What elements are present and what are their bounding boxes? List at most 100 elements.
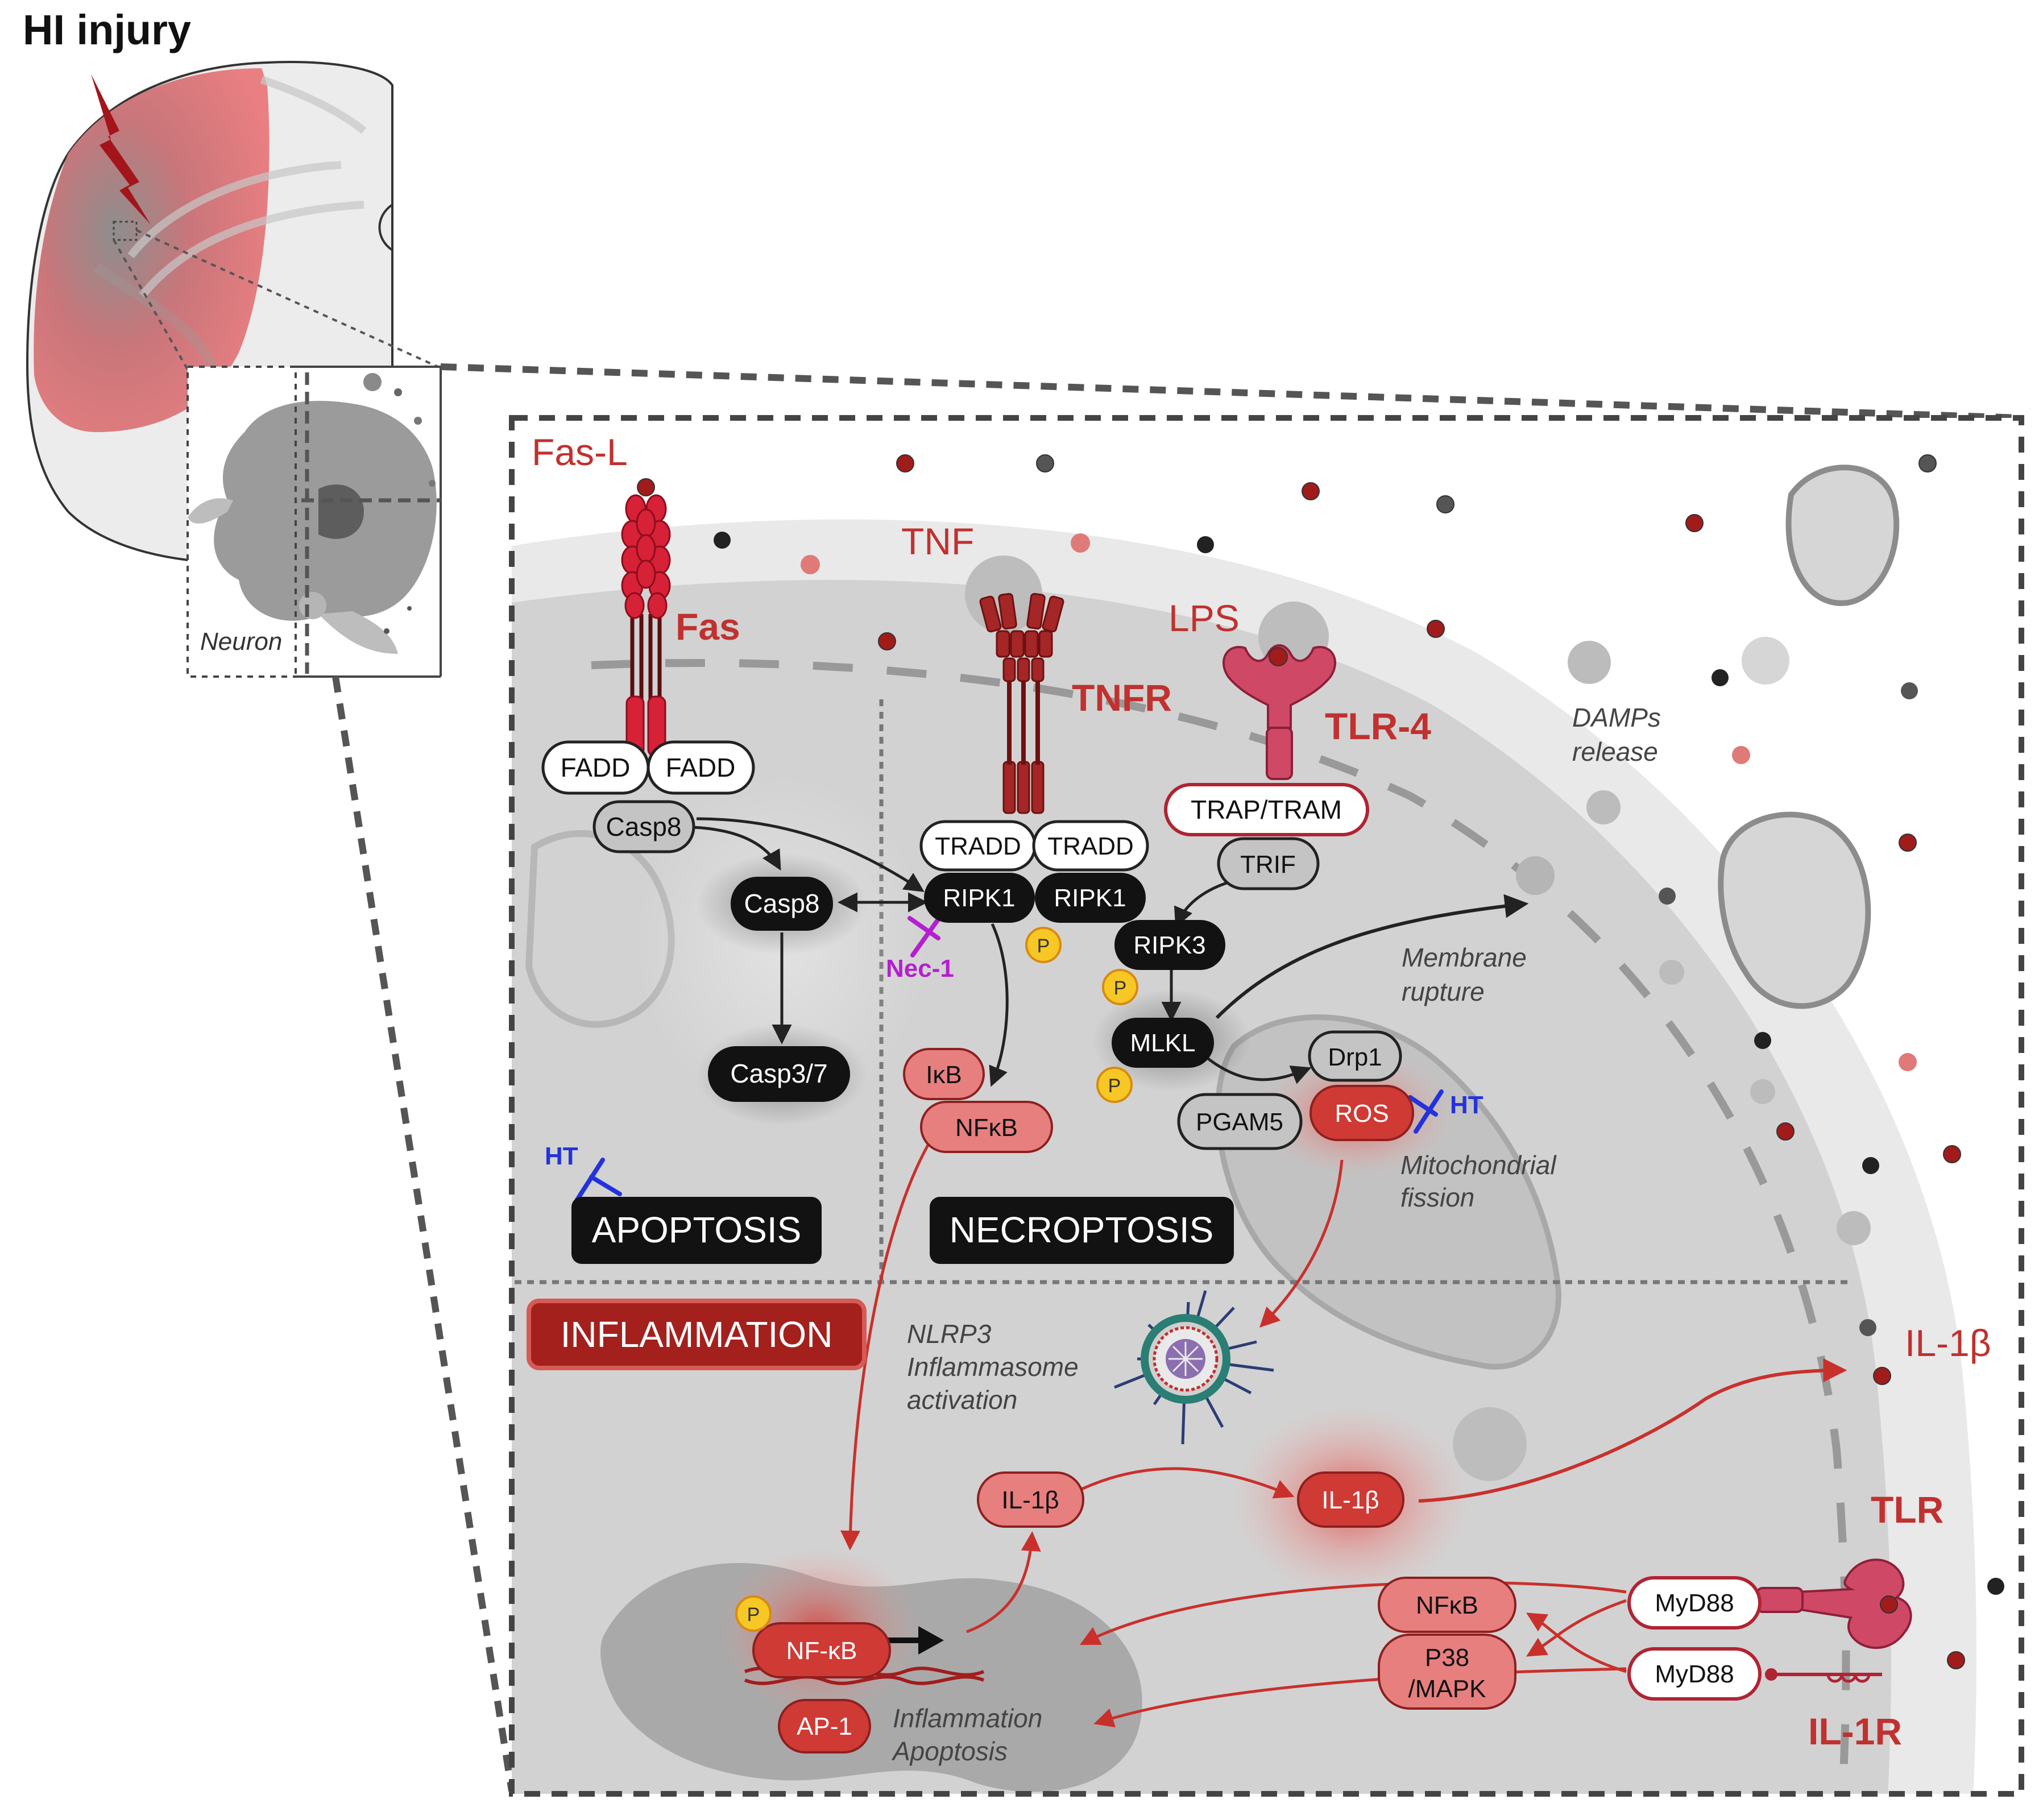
pathway-arrows xyxy=(693,817,1847,1728)
section-apoptosis: APOPTOSIS xyxy=(571,1197,822,1264)
node-tradd-2: TRADD xyxy=(1032,820,1149,872)
node-ap1: AP-1 xyxy=(778,1699,871,1753)
note-outcome: Inflammation Apoptosis xyxy=(891,1703,1042,1766)
svg-text:MyD88: MyD88 xyxy=(1655,1660,1734,1688)
il1r-receptor-icon xyxy=(1765,1668,1882,1683)
node-nf-kb-nucleus: NF-κB xyxy=(752,1622,891,1678)
node-trif: TRIF xyxy=(1217,837,1320,890)
svg-text:NF-κB: NF-κB xyxy=(786,1637,857,1665)
tnfr-receptor-icon xyxy=(979,592,1064,814)
node-ripk1-1: RIPK1 xyxy=(924,873,1035,923)
node-casp8-top: Casp8 xyxy=(592,800,695,853)
node-fadd-2: FADD xyxy=(647,740,755,795)
node-nfkb-2: NFκB xyxy=(1378,1577,1516,1633)
svg-text:FADD: FADD xyxy=(666,753,736,782)
inhibitor-ht-apoptosis: HT xyxy=(545,1142,578,1170)
svg-text:Inflammasome: Inflammasome xyxy=(907,1352,1079,1382)
phospho-badge: P xyxy=(735,1595,772,1632)
label-tlr: TLR xyxy=(1871,1489,1943,1531)
svg-text:P: P xyxy=(747,1604,760,1626)
svg-text:IL-1β: IL-1β xyxy=(1001,1486,1059,1514)
svg-text:activation: activation xyxy=(907,1385,1017,1415)
label-il1b-out: IL-1β xyxy=(1905,1322,1991,1364)
zoom-line-left xyxy=(332,676,515,1792)
svg-text:Casp8: Casp8 xyxy=(744,889,820,918)
svg-text:NLRP3: NLRP3 xyxy=(907,1319,992,1349)
note-nlrp3: NLRP3 Inflammasome activation xyxy=(907,1319,1079,1415)
svg-text:TRADD: TRADD xyxy=(935,832,1021,860)
svg-text:AP-1: AP-1 xyxy=(797,1713,852,1740)
zoom-line-top xyxy=(440,363,2022,421)
label-tnfr: TNFR xyxy=(1072,677,1172,719)
svg-text:Casp8: Casp8 xyxy=(606,812,682,841)
node-tradd-1: TRADD xyxy=(919,820,1037,872)
svg-text:NFκB: NFκB xyxy=(955,1114,1018,1142)
svg-text:Inflammation: Inflammation xyxy=(893,1703,1042,1733)
svg-text:DAMPs: DAMPs xyxy=(1572,703,1661,732)
svg-text:rupture: rupture xyxy=(1402,977,1485,1006)
svg-text:P38: P38 xyxy=(1425,1644,1469,1672)
nlrp3-inflammasome-icon xyxy=(1114,1290,1274,1445)
label-fas: Fas xyxy=(676,606,740,648)
title-hi-injury: HI injury xyxy=(23,6,191,53)
node-ikb: IκB xyxy=(903,1048,985,1100)
lightning-bolt-icon xyxy=(91,74,151,225)
section-necroptosis: NECROPTOSIS xyxy=(930,1197,1234,1264)
node-casp8: Casp8 xyxy=(731,877,833,931)
node-ripk1-2: RIPK1 xyxy=(1035,873,1146,923)
svg-text:RIPK1: RIPK1 xyxy=(1054,884,1126,912)
svg-text:Drp1: Drp1 xyxy=(1328,1043,1382,1071)
svg-text:FADD: FADD xyxy=(561,753,631,782)
node-pgam5: PGAM5 xyxy=(1177,1093,1303,1150)
svg-text:INFLAMMATION: INFLAMMATION xyxy=(561,1314,833,1355)
inhibitor-nec1: Nec-1 xyxy=(886,955,954,982)
svg-text:fission: fission xyxy=(1400,1183,1474,1212)
section-inflammation: INFLAMMATION xyxy=(527,1299,867,1370)
node-casp37: Casp3/7 xyxy=(708,1046,850,1102)
node-nfkb-1: NFκB xyxy=(920,1101,1053,1153)
node-il1b-1: IL-1β xyxy=(977,1471,1084,1528)
node-ros: ROS xyxy=(1309,1085,1414,1141)
svg-text:Membrane: Membrane xyxy=(1402,943,1527,972)
fas-receptor-icon xyxy=(621,478,671,757)
svg-text:MyD88: MyD88 xyxy=(1655,1589,1734,1617)
node-trap-tram: TRAP/TRAM xyxy=(1164,783,1369,836)
node-fadd-1: FADD xyxy=(541,740,650,795)
inhibitor-marks xyxy=(575,913,1444,1202)
svg-text:/MAPK: /MAPK xyxy=(1408,1675,1486,1703)
particles xyxy=(714,454,2004,1669)
inhibitor-ht-ros: HT xyxy=(1450,1091,1483,1119)
svg-text:Mitochondrial: Mitochondrial xyxy=(1400,1150,1557,1180)
note-damps-release: DAMPs release xyxy=(1572,703,1661,766)
phospho-badge: P xyxy=(1102,969,1138,1005)
label-tlr4: TLR-4 xyxy=(1325,705,1431,747)
node-mlkl: MLKL xyxy=(1112,1018,1214,1068)
label-tnf: TNF xyxy=(901,520,974,562)
node-myd88-1: MyD88 xyxy=(1627,1576,1762,1630)
svg-text:TRIF: TRIF xyxy=(1240,851,1296,878)
svg-text:IκB: IκB xyxy=(926,1061,962,1089)
svg-text:TRAP/TRAM: TRAP/TRAM xyxy=(1191,795,1342,824)
tlr4-receptor-icon xyxy=(1222,644,1337,780)
svg-text:release: release xyxy=(1572,737,1658,766)
label-fas-l: Fas-L xyxy=(532,431,628,473)
svg-text:NFκB: NFκB xyxy=(1416,1591,1478,1619)
svg-text:P: P xyxy=(1108,1075,1121,1097)
label-il1r: IL-1R xyxy=(1808,1710,1902,1752)
phospho-badge: P xyxy=(1096,1067,1133,1103)
svg-text:P: P xyxy=(1114,977,1127,999)
node-myd88-2: MyD88 xyxy=(1627,1647,1762,1701)
svg-text:PGAM5: PGAM5 xyxy=(1196,1108,1283,1136)
note-mitochondrial-fission: Mitochondrial fission xyxy=(1400,1150,1557,1212)
label-lps: LPS xyxy=(1168,597,1240,639)
svg-text:IL-1β: IL-1β xyxy=(1321,1486,1379,1514)
svg-text:RIPK3: RIPK3 xyxy=(1133,931,1205,959)
node-ripk3: RIPK3 xyxy=(1114,920,1225,970)
node-p38-mapk: P38/MAPK xyxy=(1378,1634,1516,1710)
svg-text:TRADD: TRADD xyxy=(1047,832,1134,860)
phospho-badge: P xyxy=(1025,927,1062,963)
svg-text:RIPK1: RIPK1 xyxy=(943,884,1015,912)
svg-text:NECROPTOSIS: NECROPTOSIS xyxy=(950,1209,1214,1250)
svg-text:P: P xyxy=(1037,935,1050,957)
